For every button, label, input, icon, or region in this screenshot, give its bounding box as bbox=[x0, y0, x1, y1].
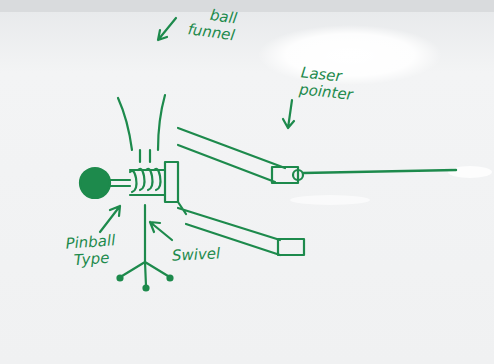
light-glare bbox=[290, 195, 370, 205]
board-frame bbox=[0, 0, 494, 12]
barrel-end bbox=[272, 167, 298, 183]
stand-foot bbox=[168, 276, 173, 281]
laser-beam bbox=[303, 170, 456, 173]
funnel-neck bbox=[140, 150, 150, 162]
plunger-knob bbox=[80, 168, 110, 198]
stand-foot bbox=[144, 286, 149, 291]
plunger-rod bbox=[110, 180, 130, 186]
ball-funnel bbox=[118, 95, 165, 150]
leader-arrow bbox=[283, 100, 294, 128]
sketch-label: Pinball Type bbox=[55, 232, 127, 271]
leader-arrow bbox=[150, 222, 172, 240]
leader-arrow bbox=[158, 18, 176, 40]
stand-foot bbox=[118, 276, 123, 281]
swivel-stand bbox=[122, 205, 168, 286]
upper-arm bbox=[178, 128, 285, 182]
laser-pointer bbox=[293, 170, 303, 180]
spring-coil bbox=[130, 169, 165, 195]
lower-end bbox=[278, 239, 304, 255]
light-glare bbox=[258, 25, 442, 85]
body-block bbox=[165, 162, 178, 202]
light-glare bbox=[448, 166, 492, 178]
leader-arrow bbox=[100, 206, 120, 232]
